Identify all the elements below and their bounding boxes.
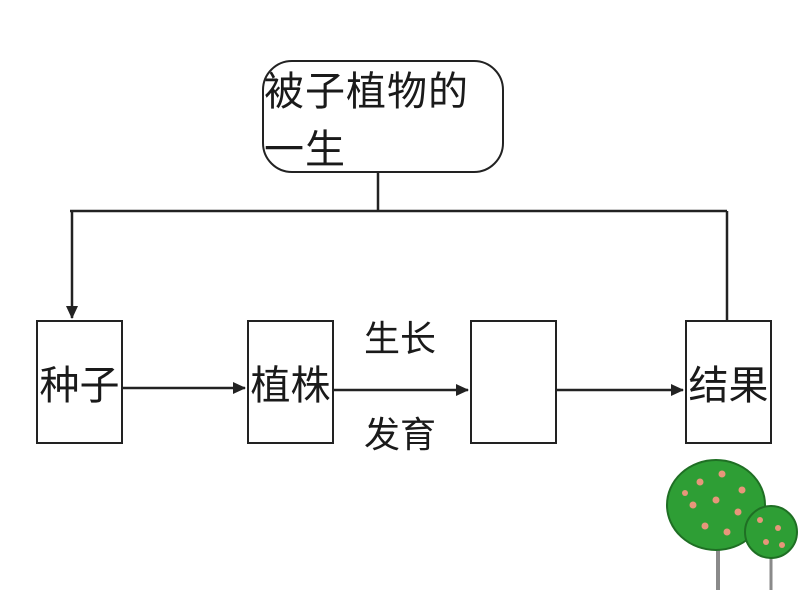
stage-node-seed: 种子 bbox=[36, 320, 123, 444]
stage-node-fruit: 结果 bbox=[685, 320, 772, 444]
fruit-tree-icon bbox=[666, 459, 798, 590]
edge-label-growth: 生长 bbox=[363, 319, 436, 360]
edge-label-development: 发育 bbox=[363, 415, 436, 456]
stage-node-blank bbox=[470, 320, 557, 444]
root-node-label: 被子植物的一生 bbox=[264, 68, 469, 173]
stage-node-label: 结果 bbox=[688, 363, 769, 409]
stage-node-plant: 植株 bbox=[247, 320, 334, 444]
stage-node-label: 种子 bbox=[39, 363, 120, 409]
stage-node-label: 植株 bbox=[250, 363, 331, 409]
root-node: 被子植物的一生 bbox=[262, 60, 504, 173]
